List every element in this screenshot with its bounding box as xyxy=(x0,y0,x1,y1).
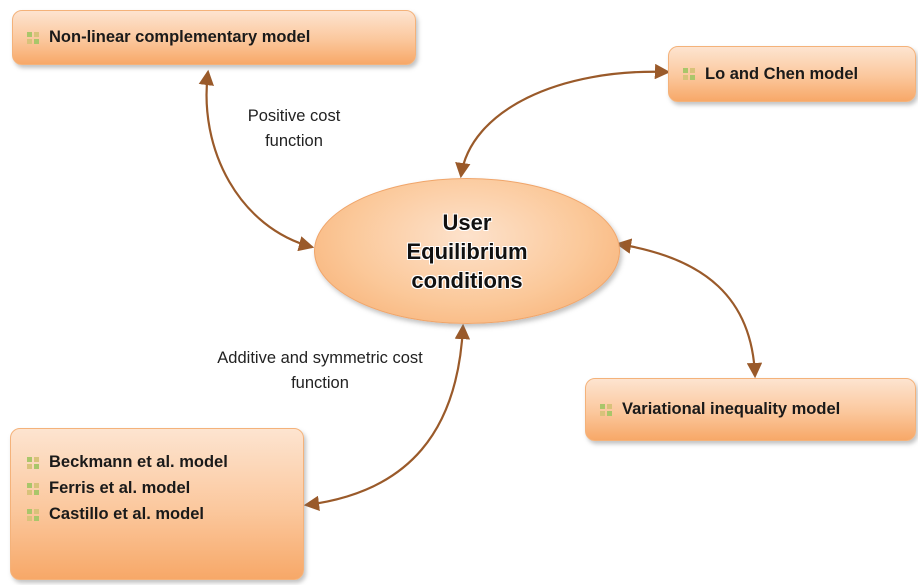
grid-bullet-icon xyxy=(27,482,39,495)
list-item: Variational inequality model xyxy=(600,400,840,419)
arrow-center-to-models xyxy=(303,323,471,512)
node-lo-chen: Lo and Chen model xyxy=(668,46,916,102)
node-label: Ferris et al. model xyxy=(49,479,191,497)
node-variational-inequality: Variational inequality model xyxy=(585,378,916,441)
center-node-label: User Equilibrium conditions xyxy=(406,209,528,293)
node-label: Castillo et al. model xyxy=(49,505,204,523)
node-nonlinear-complementary: Non-linear complementary model xyxy=(12,10,416,65)
list-item: Non-linear complementary model xyxy=(27,28,310,47)
node-label: Non-linear complementary model xyxy=(49,28,311,46)
grid-bullet-icon xyxy=(27,508,39,521)
list-item: Beckmann et al. model xyxy=(27,453,303,472)
edge-label-additive-symmetric: Additive and symmetric cost function xyxy=(217,349,423,392)
grid-bullet-icon xyxy=(600,403,612,416)
grid-bullet-icon xyxy=(27,456,39,469)
arrow-lochen-to-center xyxy=(455,63,671,179)
node-label: Lo and Chen model xyxy=(705,64,859,83)
arrow-nonlinear-to-center xyxy=(198,69,315,252)
grid-bullet-icon xyxy=(27,31,39,44)
edge-label-positive-cost: Positive cost function xyxy=(247,107,341,150)
center-node-user-equilibrium: User Equilibrium conditions xyxy=(314,178,620,324)
list-item: Castillo et al. model xyxy=(27,505,303,524)
grid-bullet-icon xyxy=(683,68,695,80)
node-label: Variational inequality model xyxy=(622,400,841,418)
node-models-group: Beckmann et al. model Ferris et al. mode… xyxy=(10,428,304,580)
list-item: Lo and Chen model xyxy=(683,65,858,84)
list-item: Ferris et al. model xyxy=(27,479,303,498)
arrow-center-to-variational xyxy=(615,238,763,379)
node-label: Beckmann et al. model xyxy=(49,453,228,471)
